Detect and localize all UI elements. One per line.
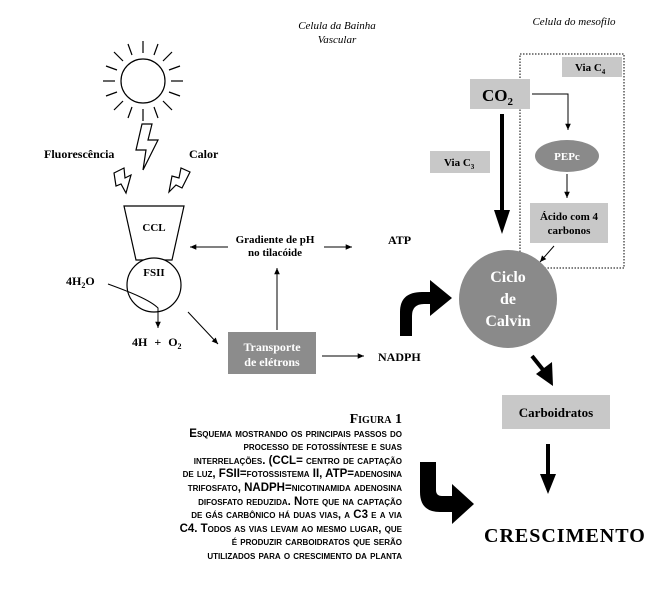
caption-line: de luz, FSII=fotossistema II, ATP=adenos… <box>182 468 402 481</box>
heat-bolt-icon <box>168 167 191 194</box>
water-split-arrow <box>107 283 161 328</box>
via-c4-label: Via C4 <box>575 62 606 76</box>
fsii-to-transport-arrow <box>187 311 219 345</box>
heat-label: Calor <box>189 147 219 161</box>
carbs-to-growth-arrowhead <box>540 474 556 494</box>
caption-line: processo de fotossíntese e suas <box>243 441 402 454</box>
caption-line: utilizados para o crescimento da planta <box>207 549 402 562</box>
mesophyll-region <box>519 53 625 269</box>
fluorescence-label: Fluorescência <box>44 147 114 161</box>
caption-line: difosfato reduzida. Note que na captação <box>198 495 402 508</box>
sun-icon <box>103 41 183 121</box>
figure-title: Figura 1 <box>349 412 402 427</box>
water-label: 4H2O <box>66 274 95 290</box>
ph-gradient-label-line2: no tilacóide <box>248 247 302 259</box>
calvin-to-carbs-arrowhead <box>536 362 553 386</box>
calvin-label-line1: Ciclo <box>490 269 526 286</box>
via-c4-box <box>562 57 622 77</box>
caption-line: trifosfato, NADPH=nicotinamida adenosina <box>187 481 402 494</box>
c3-to-calvin-arrowhead <box>494 210 510 234</box>
fluorescence-bolt-icon <box>113 167 132 195</box>
energy-to-calvin-arrow <box>400 280 452 336</box>
atp-label: ATP <box>388 233 411 247</box>
calvin-label-line3: Calvin <box>485 313 530 330</box>
electron-transport-label: Transporte <box>243 340 301 354</box>
bundle-sheath-label-line2: Vascular <box>318 34 357 46</box>
calvin-to-carbs-arrow <box>530 354 546 373</box>
caption-line: C4. Todos as vias levam ao mesmo lugar, … <box>179 522 402 535</box>
figure-caption: Figura 1 Esquema mostrando os principais… <box>30 413 402 564</box>
co2-label: CO2 <box>482 86 514 108</box>
growth-label: CRESCIMENTO <box>484 525 646 547</box>
fsii-circle <box>126 257 182 313</box>
caption-to-growth-arrow <box>420 462 474 524</box>
calvin-cycle-node <box>459 250 557 348</box>
acid-label: Ácido com 4 <box>540 211 599 223</box>
electron-transport-box <box>228 332 316 374</box>
products-label: 4H+O2 <box>132 335 182 351</box>
via-c3-box <box>430 151 490 173</box>
co2-to-pepc-arrow <box>532 93 571 130</box>
calvin-label-line2: de <box>500 291 516 308</box>
caption-line: interrelações. (CCL= centro de captação <box>193 454 402 467</box>
carbohydrates-label: Carboidratos <box>519 405 593 420</box>
pepc-node <box>535 140 599 172</box>
caption-line: de gás carbônico há duas vias, a C3 e a … <box>191 509 402 522</box>
mesophyll-label: Celula do mesofilo <box>532 16 616 28</box>
ccl-label: CCL <box>142 222 165 234</box>
fsii-label: FSII <box>143 267 164 279</box>
carbohydrates-box <box>502 395 610 429</box>
co2-box <box>470 79 530 109</box>
light-bolt-icon <box>135 123 159 171</box>
acid-box <box>530 203 608 243</box>
electron-transport-label-line2: de elétrons <box>244 355 300 369</box>
acid-label-line2: carbonos <box>548 225 592 237</box>
acid-to-calvin-arrow <box>539 245 555 263</box>
ccl-funnel <box>123 205 185 261</box>
bundle-sheath-label: Celula da Bainha <box>298 20 376 32</box>
ph-gradient-label: Gradiente de pH <box>236 234 315 246</box>
pepc-label: PEPc <box>554 151 580 163</box>
caption-line: Esquema mostrando os principais passos d… <box>189 427 402 440</box>
caption-line: é produzir carboidratos que serão <box>231 536 402 549</box>
via-c3-label: Via C3 <box>444 157 475 171</box>
nadph-label: NADPH <box>378 350 421 364</box>
